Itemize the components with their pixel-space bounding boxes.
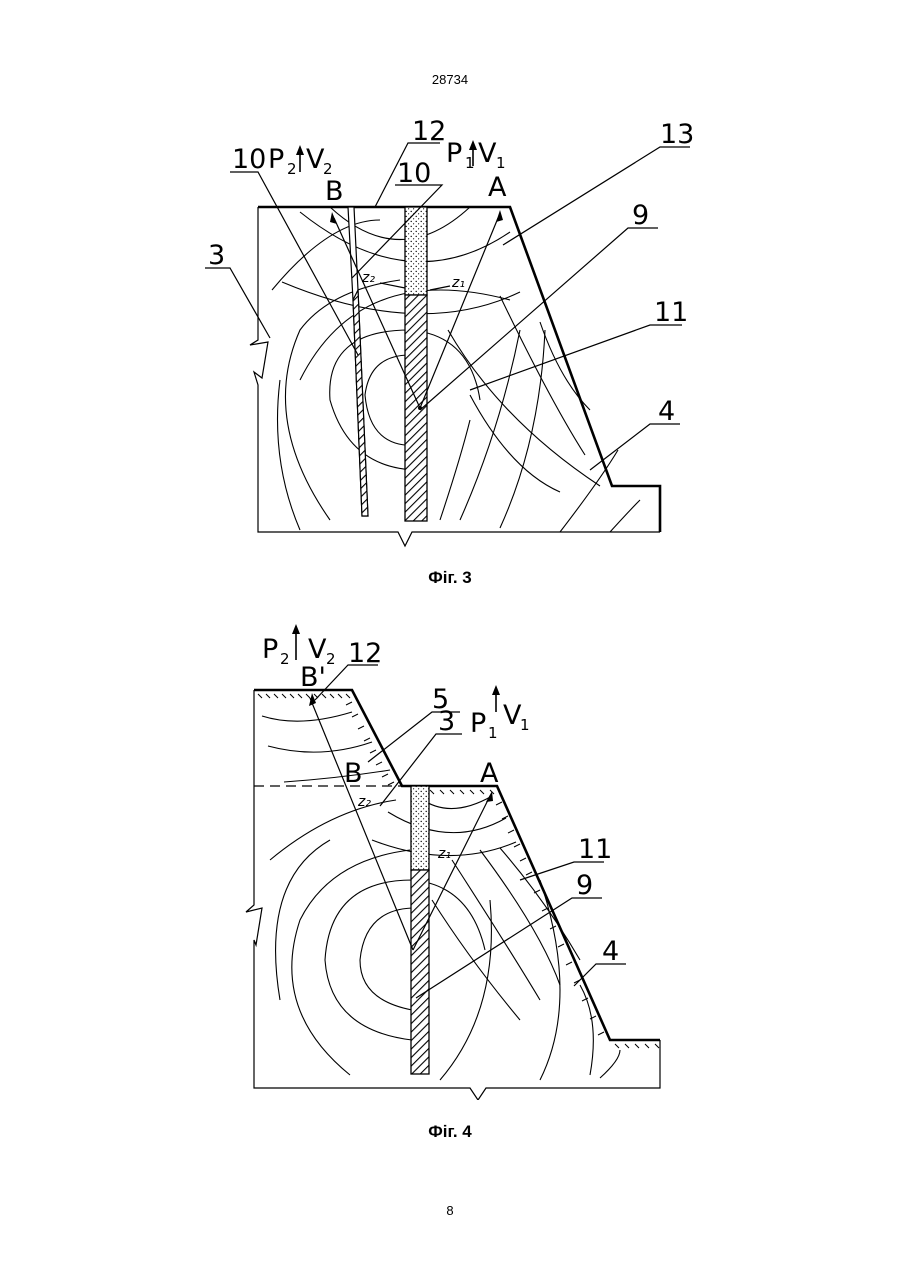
label-13: 13 xyxy=(660,119,694,150)
label-12: 12 xyxy=(348,638,382,669)
figure-4-drawing: P 2 V 2 12 B' 5 3 P 1 V 1 B A z₂ z₁ 11 9… xyxy=(0,620,900,1100)
label-v1: V xyxy=(478,138,497,169)
label-11: 11 xyxy=(578,834,612,865)
label-9: 9 xyxy=(576,870,593,901)
fig3-hatched-column xyxy=(405,295,427,521)
label-10-center: 10 xyxy=(397,158,431,189)
label-v2-sub: 2 xyxy=(326,650,336,668)
arrow-up-icon xyxy=(292,624,300,634)
label-10-left: 10 xyxy=(232,144,266,175)
fig3-columns xyxy=(348,207,427,521)
arrow-up-icon xyxy=(469,140,477,150)
point-b: B xyxy=(344,758,363,789)
label-v2: V xyxy=(308,634,327,665)
figure-4-caption: Фіг. 4 xyxy=(0,1122,900,1142)
fig4-hatched-column xyxy=(411,870,429,1074)
label-11: 11 xyxy=(654,297,688,328)
label-p2: P xyxy=(262,634,278,665)
fig3-isolines xyxy=(272,207,640,532)
label-z2: z₂ xyxy=(361,270,375,286)
label-4: 4 xyxy=(658,396,675,427)
arrow-up-icon xyxy=(492,685,500,695)
label-p2: P xyxy=(268,144,284,175)
fig4-rays xyxy=(309,693,493,950)
label-p1: P xyxy=(446,138,462,169)
label-v1-sub: 1 xyxy=(496,154,506,172)
figure-4: P 2 V 2 12 B' 5 3 P 1 V 1 B A z₂ z₁ 11 9… xyxy=(0,620,900,1100)
label-4: 4 xyxy=(602,936,619,967)
fig4-columns xyxy=(411,786,429,1074)
label-12: 12 xyxy=(412,116,446,147)
point-a: A xyxy=(480,758,499,789)
page-code: 28734 xyxy=(0,72,900,87)
figure-3-drawing: 10 12 10 13 3 9 11 4 P 2 V 2 P 1 V 1 B A… xyxy=(0,100,900,560)
fig4-isolines xyxy=(262,712,620,1080)
label-3: 3 xyxy=(208,240,225,271)
label-p1: P xyxy=(470,708,486,739)
point-b-prime: B' xyxy=(300,662,326,693)
fig3-labels: 10 12 10 13 3 9 11 4 P 2 V 2 P 1 V 1 B A… xyxy=(208,116,694,427)
figure-3: 10 12 10 13 3 9 11 4 P 2 V 2 P 1 V 1 B A… xyxy=(0,100,900,560)
label-z1: z₁ xyxy=(437,846,451,862)
label-z2: z₂ xyxy=(357,794,371,810)
label-3: 3 xyxy=(438,706,455,737)
label-p2-sub: 2 xyxy=(280,650,290,668)
label-z1: z₁ xyxy=(451,275,465,291)
point-b: B xyxy=(325,176,344,207)
point-a: A xyxy=(488,172,507,203)
fig4-labels: P 2 V 2 12 B' 5 3 P 1 V 1 B A z₂ z₁ 11 9… xyxy=(262,624,619,967)
page-number: 8 xyxy=(0,1203,900,1218)
fig4-dotted-column xyxy=(411,786,429,870)
label-9: 9 xyxy=(632,200,649,231)
arrow-up-icon xyxy=(296,145,304,155)
label-v1-sub: 1 xyxy=(520,716,530,734)
figure-3-caption: Фіг. 3 xyxy=(0,568,900,588)
label-p2-sub: 2 xyxy=(287,160,297,178)
label-p1-sub: 1 xyxy=(488,724,498,742)
